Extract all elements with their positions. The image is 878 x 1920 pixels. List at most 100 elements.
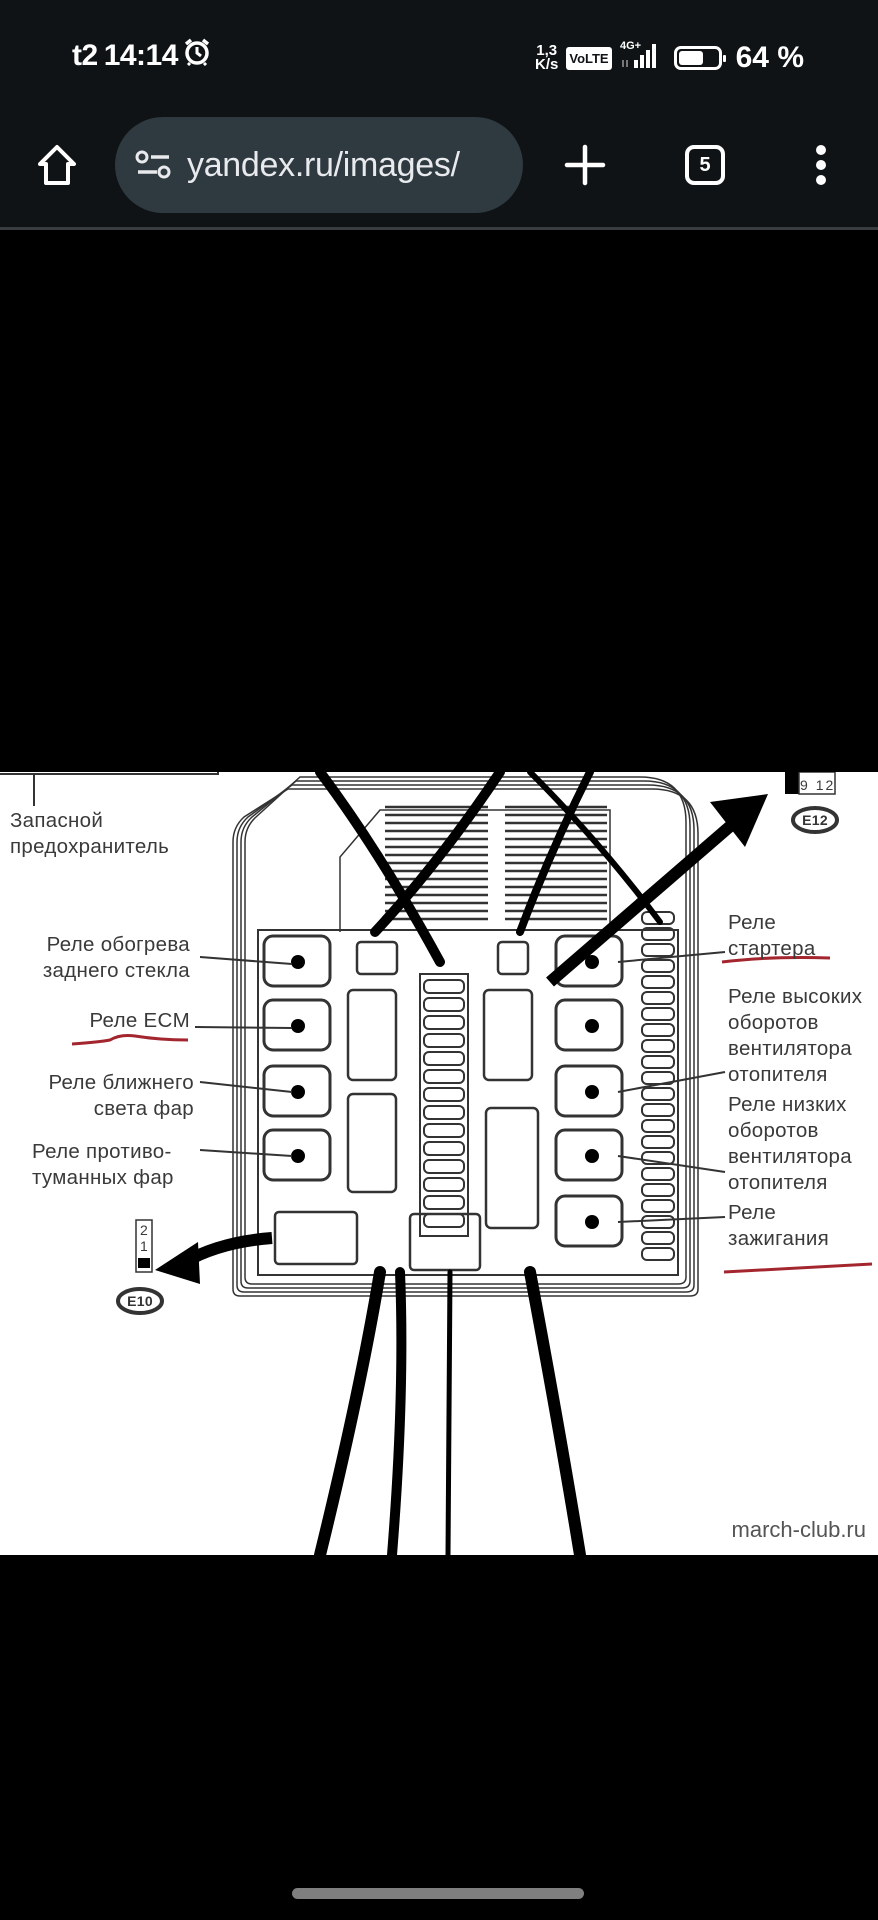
- address-bar[interactable]: yandex.ru/images/: [115, 117, 523, 213]
- fuse-slot-right: [641, 1231, 675, 1245]
- leader-line-right: [617, 1071, 726, 1093]
- tab-count: 5: [685, 145, 725, 185]
- fuse-slot-right: [641, 1199, 675, 1213]
- fuse-slot-center: [423, 1177, 465, 1192]
- fuse-slot-center: [423, 1195, 465, 1210]
- home-button[interactable]: [22, 130, 92, 200]
- gesture-navigation-bar[interactable]: [292, 1888, 584, 1899]
- wire-harness: [315, 772, 445, 967]
- watermark: march-club.ru: [731, 1517, 866, 1542]
- label-fog-light-relay: Реле противо-туманных фар: [32, 1140, 174, 1189]
- wire-harness: [524, 1266, 586, 1555]
- fuse-slot-center: [423, 1051, 465, 1066]
- fuse-slot-center: [423, 1087, 465, 1102]
- fuse-slot-right: [641, 1087, 675, 1101]
- fuse-slot-right: [641, 959, 675, 973]
- relay-terminal: [585, 1019, 599, 1033]
- vent-frame: [339, 809, 611, 932]
- fuse-slot-right: [641, 1055, 675, 1069]
- battery-percent: 64 %: [735, 41, 804, 74]
- wire-harness: [314, 1266, 386, 1555]
- fuse-slot-right: [641, 1183, 675, 1197]
- connector-e12-id: E12: [802, 812, 828, 828]
- fuse-slot-center: [423, 979, 465, 994]
- leader-line-left: [199, 1149, 293, 1157]
- status-bar: t2 14:14 1,3 K/s VoLTE 4G+ 64 %: [0, 0, 878, 100]
- arrow-to-e12-shaft: [546, 817, 739, 987]
- connector-lower-left: [346, 1092, 398, 1194]
- relay-terminal: [585, 955, 599, 969]
- fuse-slot-right: [641, 1151, 675, 1165]
- fuse-slot-center: [423, 1069, 465, 1084]
- alarm-clock-icon: [184, 38, 210, 74]
- leader-line-right: [617, 951, 726, 963]
- e12-badge: [791, 806, 839, 834]
- connector-top-left: [355, 940, 399, 976]
- arrow-to-e10-head: [155, 1242, 200, 1284]
- fuse-slot-right: [641, 1215, 675, 1229]
- e10-pin-marker: [138, 1258, 150, 1268]
- tune-icon[interactable]: [135, 150, 173, 180]
- leader-line-right: [617, 1216, 726, 1223]
- fuse-slot-center: [423, 1213, 465, 1228]
- status-left: t2 14:14: [72, 38, 210, 74]
- wire-harness: [445, 1269, 453, 1555]
- wire-harness: [387, 1267, 407, 1555]
- fuse-slot-right: [641, 1167, 675, 1181]
- menu-button[interactable]: [786, 130, 856, 200]
- connector-e10-id: E10: [127, 1293, 153, 1309]
- underline-starter: [721, 956, 831, 964]
- new-tab-button[interactable]: [550, 130, 620, 200]
- leader-line-left: [194, 1026, 293, 1029]
- volte-badge: VoLTE: [566, 46, 612, 70]
- connector-bottom-center: [408, 1212, 482, 1272]
- label-ecm-relay: Реле ECM: [89, 1009, 190, 1032]
- connector-lower-right: [484, 1106, 540, 1230]
- spare-fuse-box-edge: [0, 772, 219, 775]
- arrow-to-e12-head: [710, 794, 768, 847]
- fuse-slot-center: [423, 1015, 465, 1030]
- relay-terminal: [291, 1149, 305, 1163]
- fuse-slot-center: [423, 1105, 465, 1120]
- url-text[interactable]: yandex.ru/images/: [187, 145, 460, 184]
- relay-terminal: [291, 1019, 305, 1033]
- relay-terminal: [585, 1085, 599, 1099]
- underline-ecm: [71, 1034, 189, 1046]
- more-vert-icon: [816, 145, 826, 185]
- e12-block: [785, 772, 799, 794]
- fuse-slot-center: [423, 1033, 465, 1048]
- battery-icon: [673, 46, 726, 70]
- leader-line-right: [617, 1155, 726, 1173]
- fuse-block-center: [419, 973, 469, 1237]
- relay-terminal: [585, 1215, 599, 1229]
- relay-terminal: [291, 1085, 305, 1099]
- fuse-box-drawing: [0, 772, 873, 1555]
- browser-toolbar: yandex.ru/images/ 5: [0, 100, 878, 230]
- connector-e10-socket: [273, 1210, 359, 1266]
- plus-icon: [564, 144, 606, 186]
- fuse-slot-right: [641, 927, 675, 941]
- housing-outline: [232, 788, 699, 1297]
- home-icon: [38, 145, 76, 185]
- fuse-slot-right: [641, 1103, 675, 1117]
- fuse-slot-right: [641, 1039, 675, 1053]
- tab-switcher-button[interactable]: 5: [670, 130, 740, 200]
- fuse-slot-right: [641, 975, 675, 989]
- clock: 14:14: [103, 39, 179, 72]
- fuse-slot-center: [423, 1123, 465, 1138]
- fuse-slot-right: [641, 943, 675, 957]
- fuse-slot-center: [423, 997, 465, 1012]
- underline-ignition: [723, 1262, 873, 1274]
- fuse-slot-right: [641, 1023, 675, 1037]
- fuse-slot-center: [423, 1141, 465, 1156]
- leader-line-left: [199, 1081, 293, 1093]
- e12-pin-box: [798, 772, 836, 795]
- wire-harness: [370, 772, 505, 937]
